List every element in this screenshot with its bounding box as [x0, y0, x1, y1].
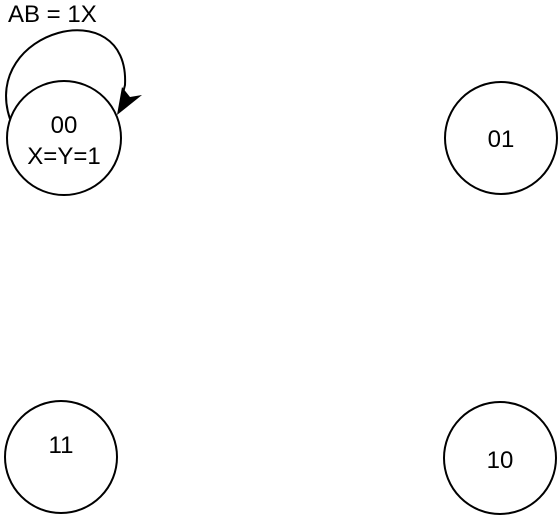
- state-node-00[interactable]: 00 X=Y=1: [6, 80, 122, 196]
- state-output-00: X=Y=1: [27, 143, 100, 170]
- self-loop-arrow-00: [5, 29, 127, 120]
- state-label-01: 01: [488, 126, 515, 153]
- state-node-01[interactable]: 01: [444, 81, 558, 195]
- state-label-00: 00: [51, 112, 78, 139]
- state-node-10[interactable]: 10: [443, 401, 557, 515]
- state-circle-10: [443, 401, 557, 515]
- state-label-10: 10: [487, 447, 514, 474]
- state-circle-00: [6, 80, 122, 196]
- self-loop-arrowhead: [117, 87, 142, 115]
- state-node-11[interactable]: 11: [4, 400, 118, 514]
- state-label-11: 11: [49, 432, 74, 459]
- transition-label: AB = 1X: [8, 1, 97, 28]
- state-circle-01: [444, 81, 558, 195]
- state-circle-11: [4, 400, 118, 514]
